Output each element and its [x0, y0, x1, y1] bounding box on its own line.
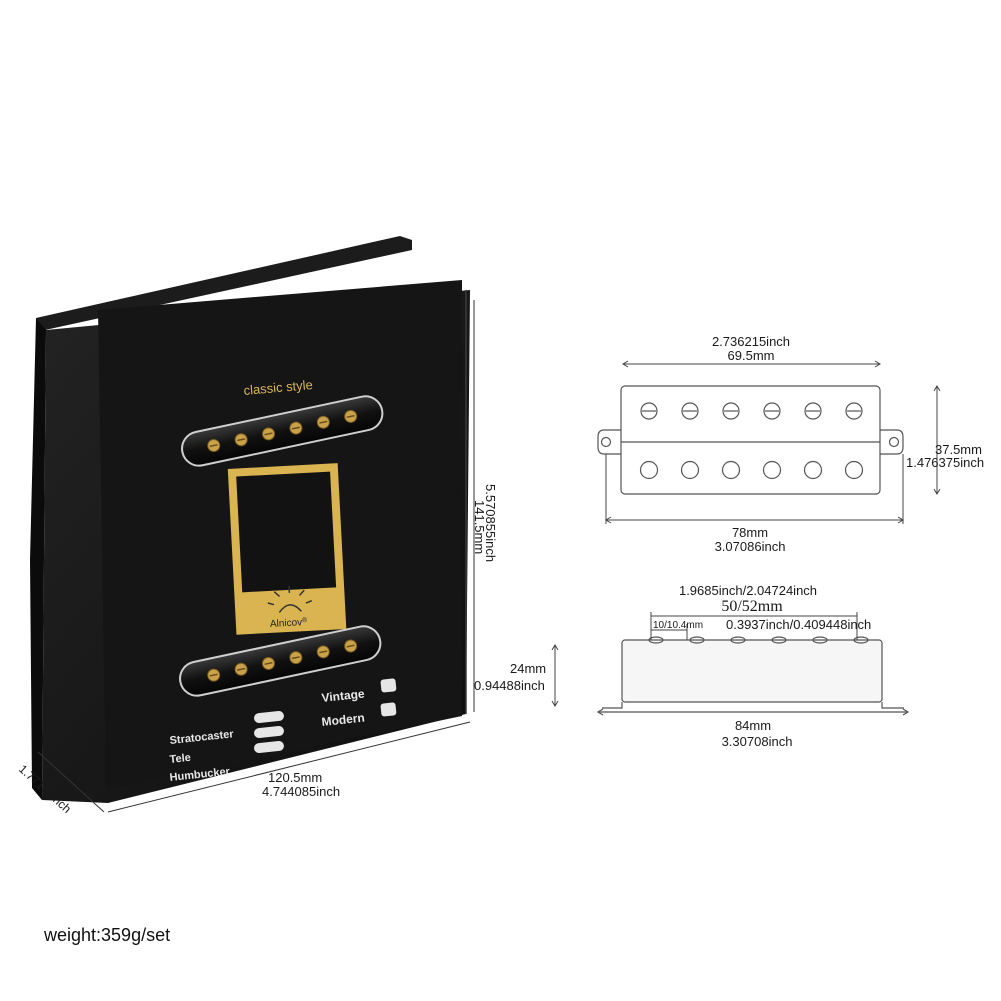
- svg-text:Alnicov®: Alnicov®: [270, 616, 309, 630]
- side-height-inch: 0.94488inch: [474, 678, 545, 693]
- side-view-dimension-lines: [551, 612, 858, 707]
- top-width-inch: 2.736215inch: [712, 334, 790, 349]
- pole-slot: [319, 650, 328, 654]
- pickup-box: classic style Alnicov®: [30, 236, 470, 803]
- pole-slot: [237, 667, 246, 671]
- pole-slot: [291, 656, 300, 660]
- box-height-inch: 5.570855inch: [483, 484, 498, 562]
- modern-checkbox: [380, 702, 397, 717]
- brand-name: Alnicov: [270, 617, 303, 630]
- pole-slot: [264, 661, 273, 666]
- side-height-mm: 24mm: [510, 661, 546, 676]
- weight-label: weight:359g/set: [44, 925, 171, 945]
- top-overall-mm: 78mm: [732, 525, 768, 540]
- slotted-screw: [804, 402, 822, 420]
- pole-slot: [237, 438, 246, 442]
- option-vintage: Vintage: [321, 687, 366, 705]
- humbucker-side-view: [596, 636, 910, 716]
- slotted-screw: [681, 402, 699, 420]
- pole-slot: [209, 673, 218, 677]
- slug-pole: [844, 460, 864, 480]
- pole-slot: [209, 443, 218, 448]
- options-right: Vintage Modern: [321, 678, 397, 729]
- side-pole-inch: 0.3937inch/0.409448inch: [726, 617, 871, 632]
- slug-pole: [680, 460, 700, 480]
- pole-slot: [291, 426, 300, 430]
- side-spacing-mm: 50/52mm: [721, 598, 783, 615]
- slug-pole: [762, 460, 782, 480]
- side-pole-top: [771, 636, 787, 644]
- upper-pickup: [181, 395, 384, 467]
- box-dimension-lines: [37, 300, 475, 813]
- side-base-mm: 84mm: [735, 718, 771, 733]
- slotted-screw: [722, 402, 740, 420]
- upper-pickup-pole-pieces: [207, 409, 358, 453]
- tele-checkbox: [254, 725, 284, 739]
- pole-slot: [264, 432, 273, 436]
- side-pole-top: [853, 636, 869, 644]
- top-height-mm: 37.5mm: [935, 442, 982, 457]
- slug-pole: [721, 460, 741, 480]
- box-left-edge: [30, 318, 46, 800]
- slotted-screw: [640, 402, 658, 420]
- gold-logo-window: Alnicov®: [227, 463, 347, 635]
- pole-slot: [346, 414, 355, 418]
- box-height-mm: 141.5mm: [472, 500, 487, 554]
- box-width-inch: 4.744085inch: [262, 784, 340, 799]
- stratocaster-checkbox: [254, 710, 284, 724]
- top-view-dimension-lines: [605, 360, 941, 524]
- lower-pickup: [179, 625, 382, 697]
- top-height-inch: 1.476375inch: [906, 455, 984, 470]
- humbucker-checkbox: [254, 740, 284, 754]
- top-overall-inch: 3.07086inch: [715, 539, 786, 554]
- humbucker-top-view: [597, 385, 904, 495]
- pole-slot: [319, 420, 328, 424]
- slug-pole: [803, 460, 823, 480]
- slotted-screw: [763, 402, 781, 420]
- box-top-edge: [36, 236, 412, 330]
- side-pole-top: [730, 636, 746, 644]
- box-width-mm: 120.5mm: [268, 770, 322, 785]
- slotted-screw: [845, 402, 863, 420]
- side-pole-mm: 10/10.4mm: [653, 620, 703, 631]
- side-pole-pieces: [648, 636, 869, 644]
- box-tagline: classic style: [243, 377, 313, 398]
- option-modern: Modern: [321, 711, 366, 729]
- humbucker-pole-screws: [639, 402, 864, 480]
- brand-registered-mark: ®: [302, 616, 308, 624]
- sun-logo-icon: [267, 585, 313, 613]
- slug-pole: [639, 460, 659, 480]
- top-width-mm: 69.5mm: [728, 348, 775, 363]
- lower-pickup-pole-pieces: [207, 639, 358, 682]
- side-base-inch: 3.30708inch: [722, 734, 793, 749]
- side-pole-top: [689, 636, 705, 644]
- side-pole-top: [648, 636, 664, 644]
- side-spacing-inch: 1.9685inch/2.04724inch: [679, 583, 817, 598]
- vintage-checkbox: [380, 678, 397, 693]
- option-tele: Tele: [169, 752, 191, 766]
- side-pole-top: [812, 636, 828, 644]
- pole-slot: [346, 644, 355, 648]
